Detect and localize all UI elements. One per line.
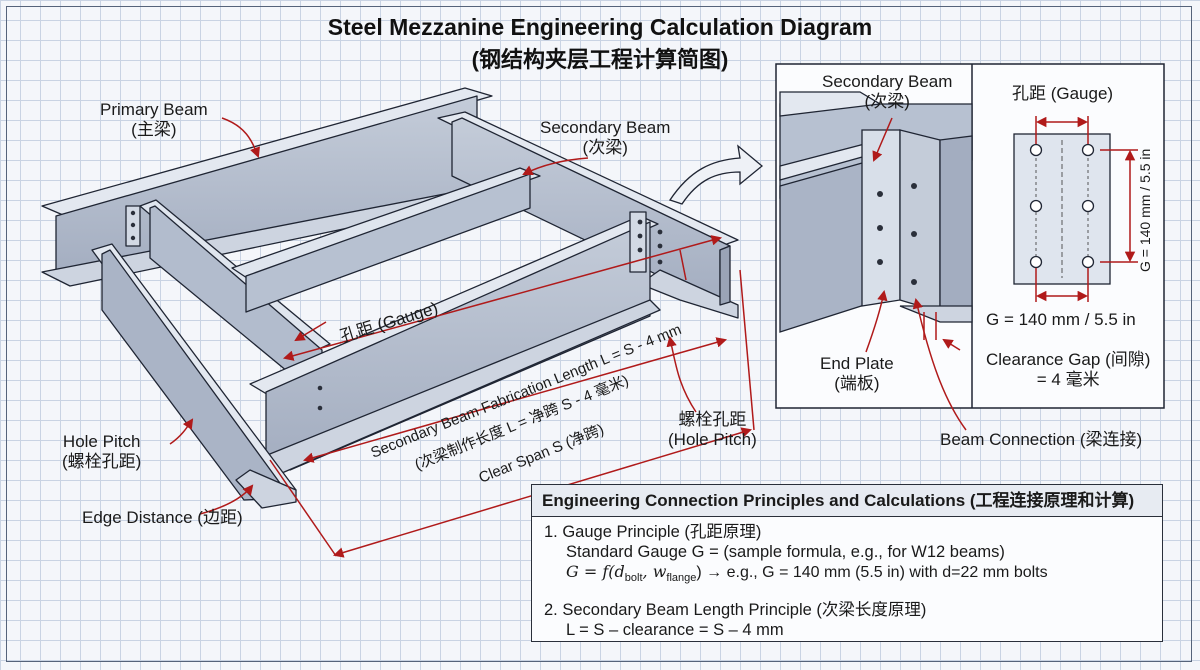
detail-secondary-beam-label: Secondary Beam(次梁) (822, 72, 953, 111)
edge-distance-label: Edge Distance (边距) (82, 508, 243, 527)
diagram-subtitle: (钢结构夹层工程计算简图) (471, 47, 729, 72)
beam-connection-label: Beam Connection (梁连接) (940, 430, 1143, 449)
gauge-vertical-dimension: G = 140 mm / 5.5 in (1137, 148, 1153, 272)
gauge-formula: G = f(dbolt, wflange) → e.g., G = 140 mm… (566, 562, 1048, 585)
gauge-detail-title: 孔距 (Gauge) (1012, 84, 1114, 103)
hole-pitch-label-left: Hole Pitch(螺栓孔距) (62, 432, 142, 471)
diagram-title: Steel Mezzanine Engineering Calculation … (327, 14, 873, 40)
length-principle-line: L = S – clearance = S – 4 mm (566, 621, 784, 640)
secondary-beam-label: Secondary Beam(次梁) (540, 118, 671, 157)
drawing-frame (6, 6, 1192, 662)
detail-end-plate-label: End Plate(端板) (820, 354, 894, 393)
length-principle-title: 2. Secondary Beam Length Principle (次梁长度… (544, 601, 927, 620)
primary-beam-label: Primary Beam(主梁) (100, 100, 208, 139)
hole-pitch-label-right: 螺栓孔距(Hole Pitch) (668, 410, 757, 449)
gauge-principle-line: Standard Gauge G = (sample formula, e.g.… (566, 543, 1005, 561)
principles-panel: Engineering Connection Principles and Ca… (531, 484, 1163, 642)
detail-panel (775, 63, 1165, 431)
principles-heading: Engineering Connection Principles and Ca… (532, 485, 1162, 517)
primary-beam-front (91, 243, 297, 509)
clearance-gap-label: Clearance Gap (间隙)= 4 毫米 (986, 350, 1151, 389)
gauge-horizontal-dimension: G = 140 mm / 5.5 in (986, 310, 1136, 329)
gauge-principle-title: 1. Gauge Principle (孔距原理) (544, 523, 762, 541)
detail-callout-arrow (668, 144, 764, 205)
